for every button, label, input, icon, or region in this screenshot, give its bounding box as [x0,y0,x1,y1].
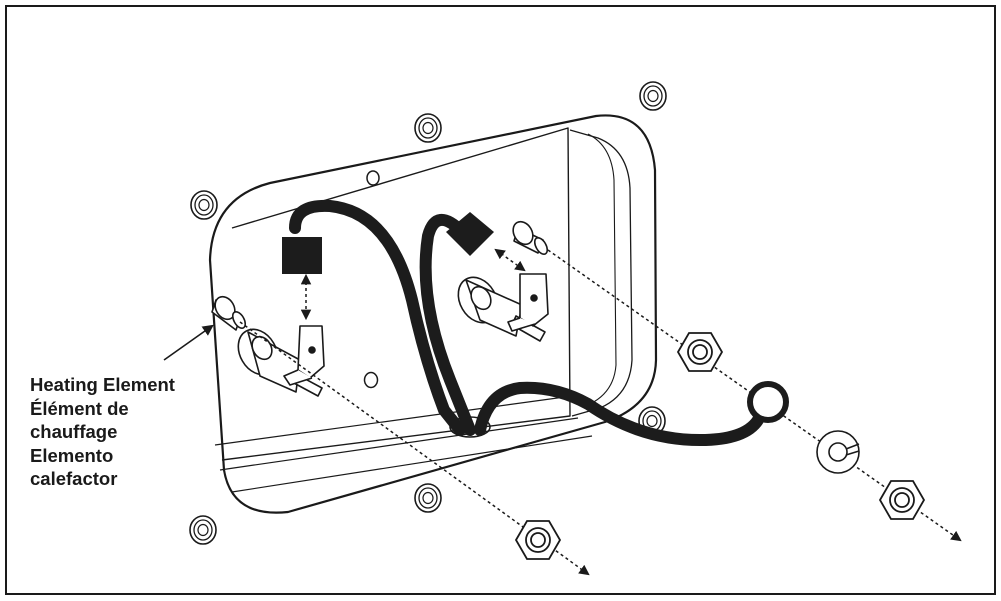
wire-connector-icon [283,325,325,386]
left-wire-boot [282,237,322,274]
label-french-line-2: chauffage [30,421,118,442]
label-french-line-1: Élément de [30,397,129,419]
hex-nut-icon [514,520,562,560]
hex-nut-icon [676,332,724,372]
wire-harness [289,199,764,447]
mounting-grommet-icon [190,190,218,220]
hex-nut-icon [878,480,926,520]
right-wire-boot [446,212,494,256]
ring-terminal [747,381,789,423]
wire-connector-icon [507,273,549,332]
label-spanish-line-1: Elemento [30,444,114,466]
mounting-grommet-icon [414,483,442,513]
mounting-grommet-icon [639,81,667,111]
heating-element-label: Heating Element Élément de chauffage Ele… [30,373,175,491]
mounting-grommet-icon [189,515,217,545]
wire-boots [282,212,494,274]
label-spanish-line-2: calefactor [30,468,118,489]
mounting-grommet-icon [414,113,442,143]
lock-washer-icon [816,430,860,474]
label-english: Heating Element [30,374,175,395]
callout-leader [163,324,214,361]
alignment-lines [239,248,962,576]
